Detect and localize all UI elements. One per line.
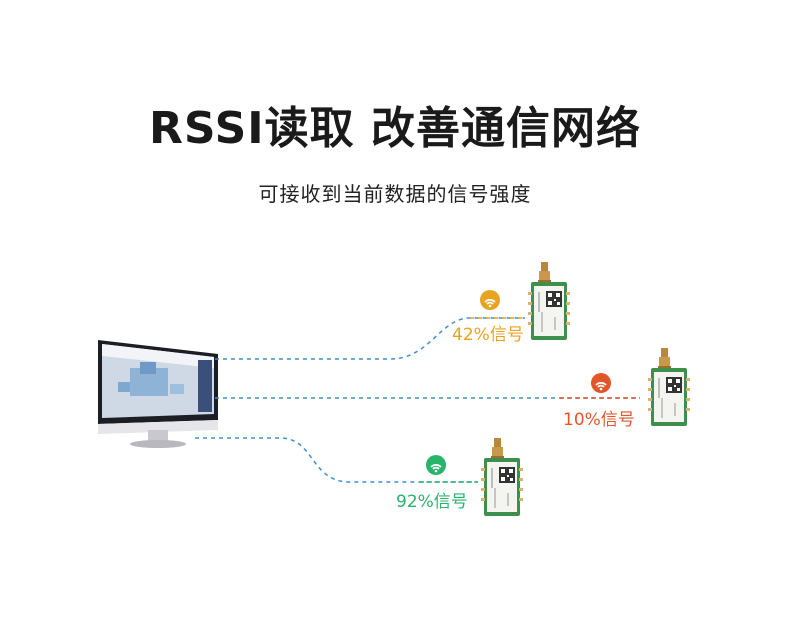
signal-label-92: 92%信号 [396, 492, 468, 512]
wifi-icon [591, 373, 611, 393]
monitor-icon [98, 340, 218, 448]
radio-module-icon [647, 347, 691, 427]
wifi-icon [480, 290, 500, 310]
link-line-42 [215, 317, 525, 360]
radio-module-icon [480, 437, 524, 517]
wifi-icon [426, 455, 446, 475]
signal-label-42: 42%信号 [452, 325, 524, 345]
signal-label-10: 10%信号 [563, 410, 635, 430]
radio-module-icon [527, 261, 571, 341]
page-subtitle: 可接收到当前数据的信号强度 [258, 182, 532, 206]
link-line-92 [195, 437, 478, 483]
page-title: RSSI读取 改善通信网络 [149, 103, 641, 154]
